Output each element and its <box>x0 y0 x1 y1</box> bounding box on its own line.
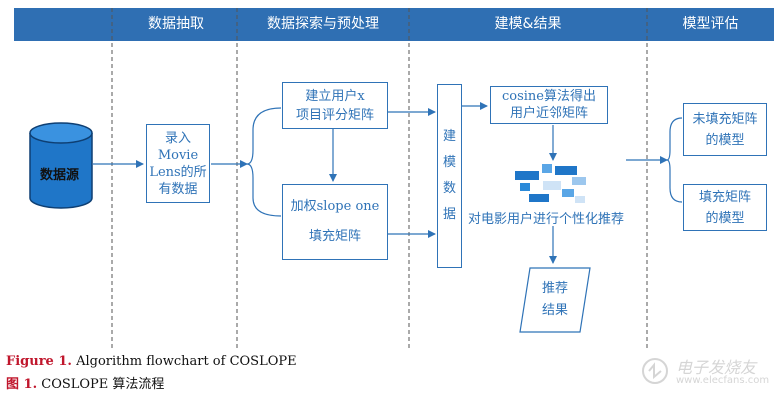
stage-label-evaluation: 模型评估 <box>682 16 739 32</box>
cosine-line: cosine算法得出 <box>501 89 596 104</box>
slope-one-box: 加权slope one 填充矩阵 <box>282 184 388 260</box>
watermark-name: 电子发烧友 <box>676 358 757 377</box>
modeling-char: 据 <box>442 207 456 222</box>
watermark-logo: 电子发烧友 www.elecfans.com <box>640 350 776 394</box>
matrix-line: 建立用户x <box>305 88 365 104</box>
slope-line: 填充矩阵 <box>308 229 361 244</box>
filled-line: 的模型 <box>705 210 745 226</box>
filled-model-box: 填充矩阵 的模型 <box>683 184 767 231</box>
result-line: 结果 <box>541 303 568 318</box>
caption-en-text: Algorithm flowchart of COSLOPE <box>76 354 297 369</box>
caption-chinese: 图 1. COSLOPE 算法流程 <box>6 373 164 392</box>
caption-english: Figure 1. Algorithm flowchart of COSLOPE <box>6 354 297 369</box>
brace-evaluation <box>666 117 683 203</box>
load-data-box: 录入 Movie Lens的所 有数据 <box>146 124 210 203</box>
filled-line: 填充矩阵 <box>698 189 751 205</box>
result-line: 推荐 <box>541 281 568 296</box>
caption-zh-label: 图 1. <box>6 377 38 392</box>
cosine-box: cosine算法得出 用户近邻矩阵 <box>490 86 608 124</box>
load-line: Movie <box>157 147 199 163</box>
modeling-char: 模 <box>442 155 456 170</box>
stage-label-modeling: 建模&结果 <box>494 16 562 32</box>
slope-line: 加权slope one <box>290 199 380 214</box>
result-label: 推荐 结果 <box>530 272 580 328</box>
rating-matrix-box: 建立用户x 项目评分矩阵 <box>282 82 388 129</box>
stage-label-extraction: 数据抽取 <box>148 16 204 32</box>
unfilled-model-box: 未填充矩阵 的模型 <box>683 103 767 156</box>
modeling-char: 数 <box>442 181 456 196</box>
modeling-data-box: 建 模 数 据 <box>437 84 462 268</box>
brace-split <box>246 107 282 217</box>
recommendation-text: 对电影用户进行个性化推荐 <box>468 212 625 227</box>
caption-en-label: Figure 1. <box>6 354 72 369</box>
unfilled-line: 未填充矩阵 <box>692 111 758 127</box>
watermark-icon <box>642 358 668 384</box>
cosine-line: 用户近邻矩阵 <box>509 106 588 121</box>
watermark-url: www.elecfans.com <box>676 375 770 386</box>
matrix-line: 项目评分矩阵 <box>295 107 374 123</box>
modeling-char: 建 <box>442 129 456 144</box>
load-line: Lens的所 <box>149 164 207 180</box>
result-parallelogram <box>519 267 591 333</box>
load-line: 有数据 <box>158 181 198 197</box>
database-label: 数据源 <box>40 168 80 183</box>
unfilled-line: 的模型 <box>705 132 745 148</box>
load-line: 录入 <box>164 130 191 146</box>
stage-label-preprocessing: 数据探索与预处理 <box>267 16 379 32</box>
caption-zh-text: COSLOPE 算法流程 <box>41 377 165 392</box>
matrix-tiles-icon <box>515 164 586 203</box>
database-cylinder-icon <box>29 122 93 209</box>
